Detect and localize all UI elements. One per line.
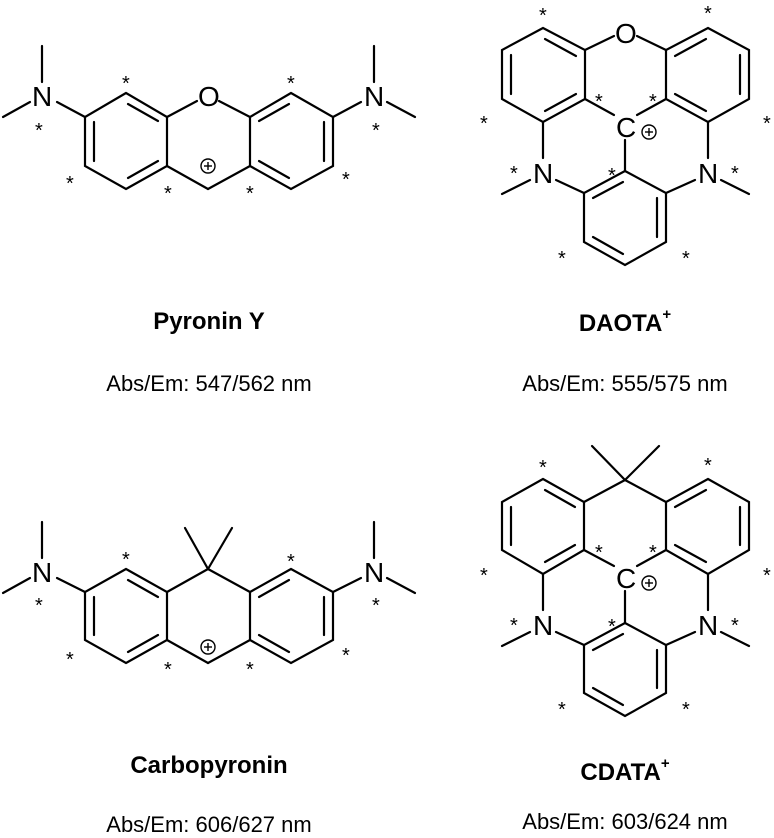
carbopyronin-structure: N N * * * * * * * * <box>1 520 417 681</box>
svg-text:*: * <box>287 73 295 95</box>
svg-text:*: * <box>608 165 616 187</box>
svg-text:*: * <box>731 615 739 637</box>
svg-text:*: * <box>342 169 350 191</box>
charge-superscript: + <box>662 306 672 323</box>
oxygen-atom: O <box>615 18 637 49</box>
compound-name-pyronin-y: Pyronin Y <box>59 308 359 336</box>
nitrogen-atom: N <box>533 610 553 641</box>
svg-text:*: * <box>595 542 603 564</box>
svg-text:*: * <box>122 549 130 571</box>
positive-charge-icon <box>641 575 657 591</box>
svg-text:*: * <box>649 542 657 564</box>
svg-text:*: * <box>372 120 380 142</box>
compound-name-text: Pyronin Y <box>153 308 265 335</box>
pyronin-y-structure: O N N * * * * * * * * <box>1 44 417 205</box>
positive-charge-icon <box>641 124 657 140</box>
carbon-atom: C <box>616 563 636 594</box>
svg-text:*: * <box>510 615 518 637</box>
svg-text:*: * <box>510 163 518 185</box>
compound-name-cdata: CDATA+ <box>475 755 774 787</box>
abs-em-carbopyronin: Abs/Em: 606/627 nm <box>106 812 312 837</box>
svg-text:*: * <box>66 173 74 195</box>
nitrogen-atom: N <box>32 81 52 112</box>
svg-text:*: * <box>595 91 603 113</box>
cdata-structure: C N N * * * * * * * * * * * <box>480 444 771 721</box>
nitrogen-atom: N <box>32 557 52 588</box>
svg-text:*: * <box>164 659 172 681</box>
svg-text:*: * <box>246 659 254 681</box>
charge-superscript: + <box>660 755 670 772</box>
svg-text:*: * <box>539 5 547 27</box>
compound-name-daota: DAOTA+ <box>475 306 774 338</box>
svg-text:*: * <box>731 163 739 185</box>
nitrogen-atom: N <box>364 557 384 588</box>
svg-text:*: * <box>287 551 295 573</box>
svg-text:*: * <box>682 248 690 270</box>
svg-text:*: * <box>480 113 488 135</box>
svg-text:*: * <box>122 73 130 95</box>
svg-text:*: * <box>558 248 566 270</box>
nitrogen-atom: N <box>698 610 718 641</box>
svg-text:*: * <box>763 113 771 135</box>
abs-em-daota: Abs/Em: 555/575 nm <box>522 371 728 396</box>
compound-name-text: CDATA <box>580 759 661 786</box>
nitrogen-atom: N <box>364 81 384 112</box>
compound-name-text: Carbopyronin <box>130 752 288 779</box>
svg-text:*: * <box>704 455 712 477</box>
carbon-atom: C <box>616 112 636 143</box>
svg-text:*: * <box>480 565 488 587</box>
positive-charge-icon <box>200 158 216 174</box>
svg-text:*: * <box>649 91 657 113</box>
svg-text:*: * <box>342 645 350 667</box>
positive-charge-icon <box>200 639 216 655</box>
nitrogen-atom: N <box>533 158 553 189</box>
abs-em-pyronin-y: Abs/Em: 547/562 nm <box>106 371 312 396</box>
svg-text:*: * <box>66 649 74 671</box>
compound-name-carbopyronin: Carbopyronin <box>59 752 359 780</box>
compound-name-text: DAOTA <box>578 310 663 337</box>
svg-text:*: * <box>372 595 380 617</box>
svg-text:*: * <box>35 120 43 142</box>
svg-text:*: * <box>539 457 547 479</box>
svg-text:*: * <box>164 183 172 205</box>
daota-structure: O C N N * * * * * * * * * * * <box>480 3 771 270</box>
oxygen-atom: O <box>198 81 220 112</box>
svg-text:*: * <box>763 565 771 587</box>
svg-text:*: * <box>558 699 566 721</box>
nitrogen-atom: N <box>698 158 718 189</box>
svg-text:*: * <box>246 183 254 205</box>
svg-text:*: * <box>608 616 616 638</box>
svg-text:*: * <box>35 595 43 617</box>
abs-em-cdata: Abs/Em: 603/624 nm <box>522 809 728 834</box>
svg-text:*: * <box>704 3 712 25</box>
svg-text:*: * <box>682 699 690 721</box>
